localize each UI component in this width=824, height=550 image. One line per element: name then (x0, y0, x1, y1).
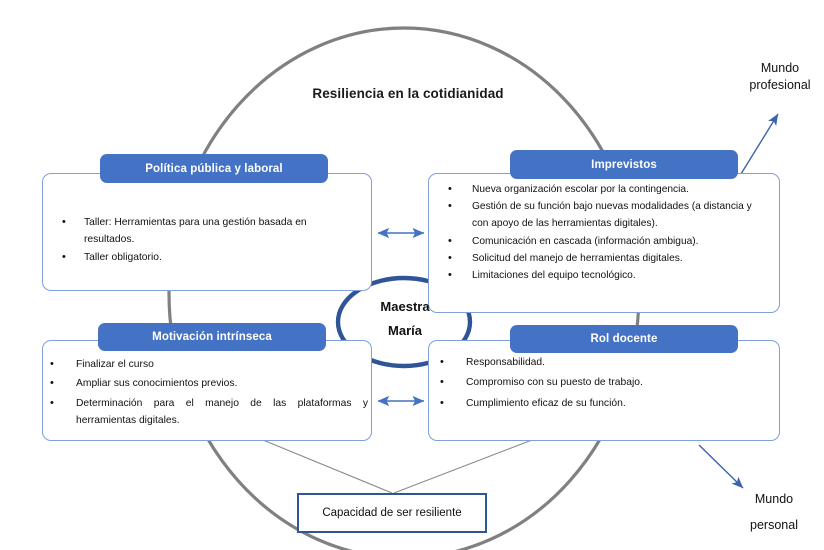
connector-left-to-outcome (262, 439, 393, 494)
page-title: Resiliencia en la cotidianidad (312, 86, 504, 101)
bullet-list-imprevistos: Nueva organización escolar por la contin… (436, 184, 778, 288)
list-item: Ampliar sus conocimientos previos. (38, 378, 368, 389)
list-item: Limitaciones del equipo tecnológico. (436, 270, 778, 281)
center-node-label: Maestra María (340, 295, 470, 343)
label-mundo-personal-line1: Mundo (754, 492, 794, 506)
label-mundo-personal-line2: personal (750, 518, 798, 533)
bullet-list-motivacion-intrinseca: Finalizar el curso Ampliar sus conocimie… (38, 359, 368, 435)
list-item: Gestión de su función bajo nuevas modali… (436, 201, 778, 229)
connector-right-to-outcome (393, 439, 533, 494)
list-item: Taller obligatorio. (50, 252, 358, 263)
list-item: Compromiso con su puesto de trabajo. (428, 377, 758, 388)
center-node-line1: Maestra (380, 299, 430, 314)
outcome-box: Capacidad de ser resiliente (297, 493, 487, 533)
list-item: Comunicación en cascada (información amb… (436, 236, 778, 247)
label-mundo-profesional-line2: profesional (749, 77, 811, 92)
bullet-list-rol-docente: Responsabilidad. Compromiso con su puest… (428, 357, 758, 419)
label-mundo-personal: Mundo personal (730, 486, 818, 539)
list-item: Determinación para el manejo de las plat… (38, 398, 368, 427)
list-item: Taller: Herramientas para una gestión ba… (50, 217, 358, 246)
quadrant-header-motivacion-intrinseca[interactable]: Motivación intrínseca (98, 323, 326, 351)
list-item: Nueva organización escolar por la contin… (436, 184, 778, 195)
list-item: Cumplimiento eficaz de su función. (428, 398, 758, 409)
quadrant-header-rol-docente[interactable]: Rol docente (510, 325, 738, 353)
center-node-line2: María (388, 323, 422, 339)
arrow-to-mundo-personal (698, 444, 744, 489)
list-item: Responsabilidad. (428, 357, 758, 368)
label-mundo-profesional: Mundo profesional (736, 60, 824, 94)
quadrant-header-politica-publica[interactable]: Política pública y laboral (100, 154, 328, 183)
list-item: Finalizar el curso (38, 359, 368, 370)
label-mundo-profesional-line1: Mundo (760, 61, 800, 75)
list-item: Solicitud del manejo de herramientas dig… (436, 253, 778, 264)
bullet-list-politica-publica: Taller: Herramientas para una gestión ba… (50, 217, 358, 270)
arrow-to-mundo-profesional (735, 113, 779, 183)
quadrant-header-imprevistos[interactable]: Imprevistos (510, 150, 738, 179)
